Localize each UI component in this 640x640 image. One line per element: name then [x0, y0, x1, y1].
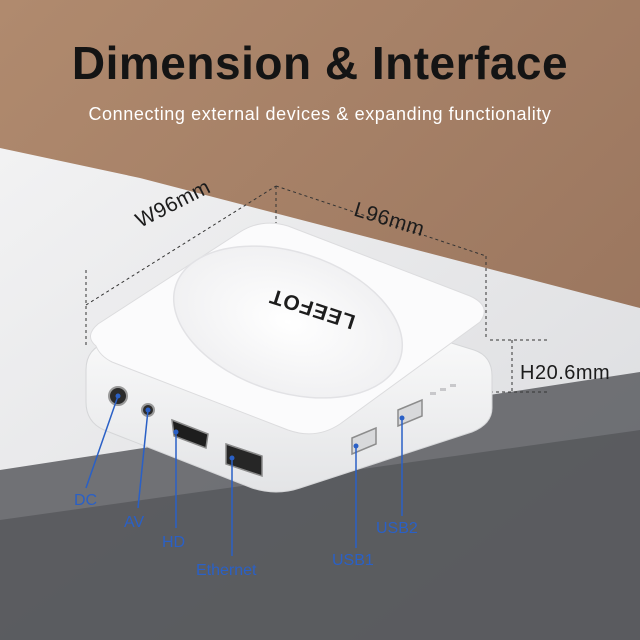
- port-leader-lines: [85, 395, 403, 556]
- floor-shadow-soft: [0, 430, 640, 640]
- ethernet-port-icon: [225, 442, 263, 478]
- port-leader-dots: [115, 393, 405, 461]
- hd-port-label: HD: [162, 534, 186, 551]
- usb1-port-label: USB1: [332, 552, 374, 569]
- page-title: Dimension & Interface: [71, 37, 569, 89]
- usb2-port-label: USB2: [376, 520, 418, 537]
- av-port-label: AV: [124, 514, 145, 531]
- hdmi-port-icon: [171, 418, 209, 450]
- page-subtitle: Connecting external devices & expanding …: [88, 104, 552, 124]
- device-top-pad: [172, 245, 404, 399]
- vent-icon: [430, 384, 456, 395]
- ethernet-port-label: Ethernet: [196, 562, 257, 579]
- height-dimension-label: H20.6mm: [520, 362, 611, 384]
- dc-port-label: DC: [74, 492, 98, 509]
